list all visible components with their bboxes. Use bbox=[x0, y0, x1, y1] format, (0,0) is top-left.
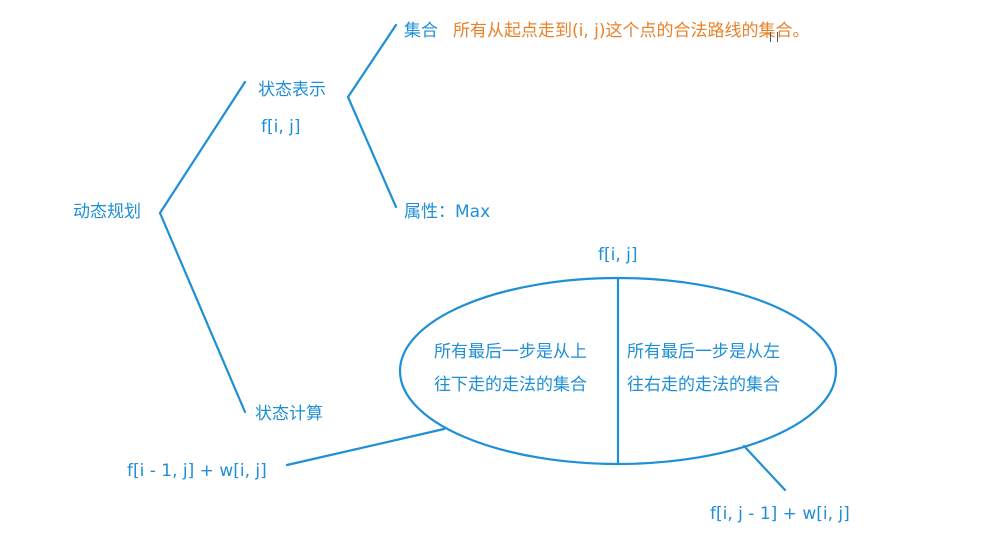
set-description: 所有从起点走到(i, j)这个点的合法路线的集合。 bbox=[453, 21, 810, 41]
set-label: 集合 bbox=[404, 21, 438, 41]
right-half-line2: 往右走的走法的集合 bbox=[627, 375, 780, 395]
state-repr-sub: f[i, j] bbox=[261, 117, 301, 137]
right-formula-line bbox=[742, 444, 787, 492]
repr-to-attr-line bbox=[346, 95, 398, 209]
state-repr-label: 状态表示 bbox=[258, 80, 326, 100]
left-half-line2: 往下走的走法的集合 bbox=[434, 375, 587, 395]
repr-to-set-line bbox=[346, 23, 398, 99]
right-formula: f[i, j - 1] + w[i, j] bbox=[710, 504, 850, 524]
left-formula: f[i - 1, j] + w[i, j] bbox=[127, 461, 267, 481]
right-half-line1: 所有最后一步是从左 bbox=[627, 342, 780, 362]
attribute-label: 属性：Max bbox=[404, 202, 491, 222]
text-cursor-icon bbox=[770, 32, 778, 42]
left-half-line1: 所有最后一步是从上 bbox=[434, 342, 587, 362]
state-calc-label: 状态计算 bbox=[255, 404, 323, 424]
root-to-repr-line bbox=[158, 80, 247, 215]
root-to-calc-line bbox=[158, 211, 247, 414]
left-formula-line bbox=[285, 427, 446, 467]
ellipse-title: f[i, j] bbox=[598, 245, 638, 265]
root-label: 动态规划 bbox=[73, 202, 141, 222]
